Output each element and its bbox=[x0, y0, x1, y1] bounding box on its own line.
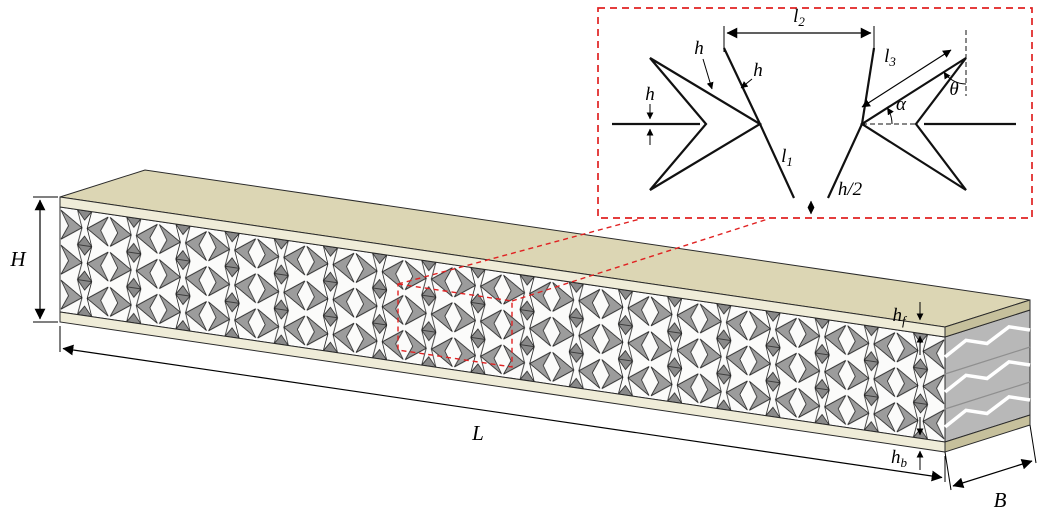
label-beam-width: B bbox=[994, 488, 1007, 512]
label-h-mid-wall: h bbox=[753, 60, 763, 81]
label-beam-length: L bbox=[471, 421, 484, 445]
label-alpha: α bbox=[896, 94, 907, 115]
top-face-sheet bbox=[59, 169, 1031, 338]
label-theta: θ bbox=[949, 79, 958, 100]
core-end-face bbox=[943, 309, 1031, 443]
dim-l3: l3 bbox=[861, 46, 952, 108]
dim-l2: l2 bbox=[723, 6, 875, 52]
label-l1: l1 bbox=[781, 146, 793, 169]
label-bottom-thickness: hb bbox=[891, 447, 908, 470]
dim-L: L bbox=[59, 326, 946, 482]
dim-h-ligament: h bbox=[645, 84, 655, 145]
dim-h-arrow-edge: h bbox=[694, 38, 714, 90]
callout-line-left bbox=[397, 218, 641, 285]
dim-alpha: α bbox=[862, 94, 916, 125]
dim-h-mid-wall: h bbox=[740, 60, 763, 89]
left-arrow-cell bbox=[649, 57, 763, 191]
inset-border bbox=[597, 7, 1033, 219]
dim-H: H bbox=[9, 196, 58, 323]
dim-hb: hb bbox=[891, 417, 924, 470]
label-face-thickness: hf bbox=[892, 305, 908, 328]
sandwich-beam bbox=[59, 169, 1031, 453]
label-beam-height: H bbox=[9, 247, 27, 271]
unit-cell-inset: l2 l3 α θ h h bbox=[597, 6, 1033, 219]
label-l3: l3 bbox=[884, 46, 896, 69]
magnified-region-callout bbox=[397, 218, 769, 368]
magnified-region-box bbox=[397, 283, 513, 368]
dim-B: B bbox=[944, 424, 1037, 512]
label-h-ligament: h bbox=[645, 84, 655, 105]
mid-left-wall bbox=[723, 47, 795, 199]
label-h-arrow-edge: h bbox=[694, 38, 704, 59]
dim-h-half: h/2 bbox=[807, 179, 863, 215]
label-h-half: h/2 bbox=[838, 179, 863, 200]
dim-hf: hf bbox=[892, 302, 924, 355]
dim-theta: θ bbox=[943, 30, 967, 100]
label-l2: l2 bbox=[793, 6, 805, 29]
mid-right-wall bbox=[827, 47, 876, 199]
